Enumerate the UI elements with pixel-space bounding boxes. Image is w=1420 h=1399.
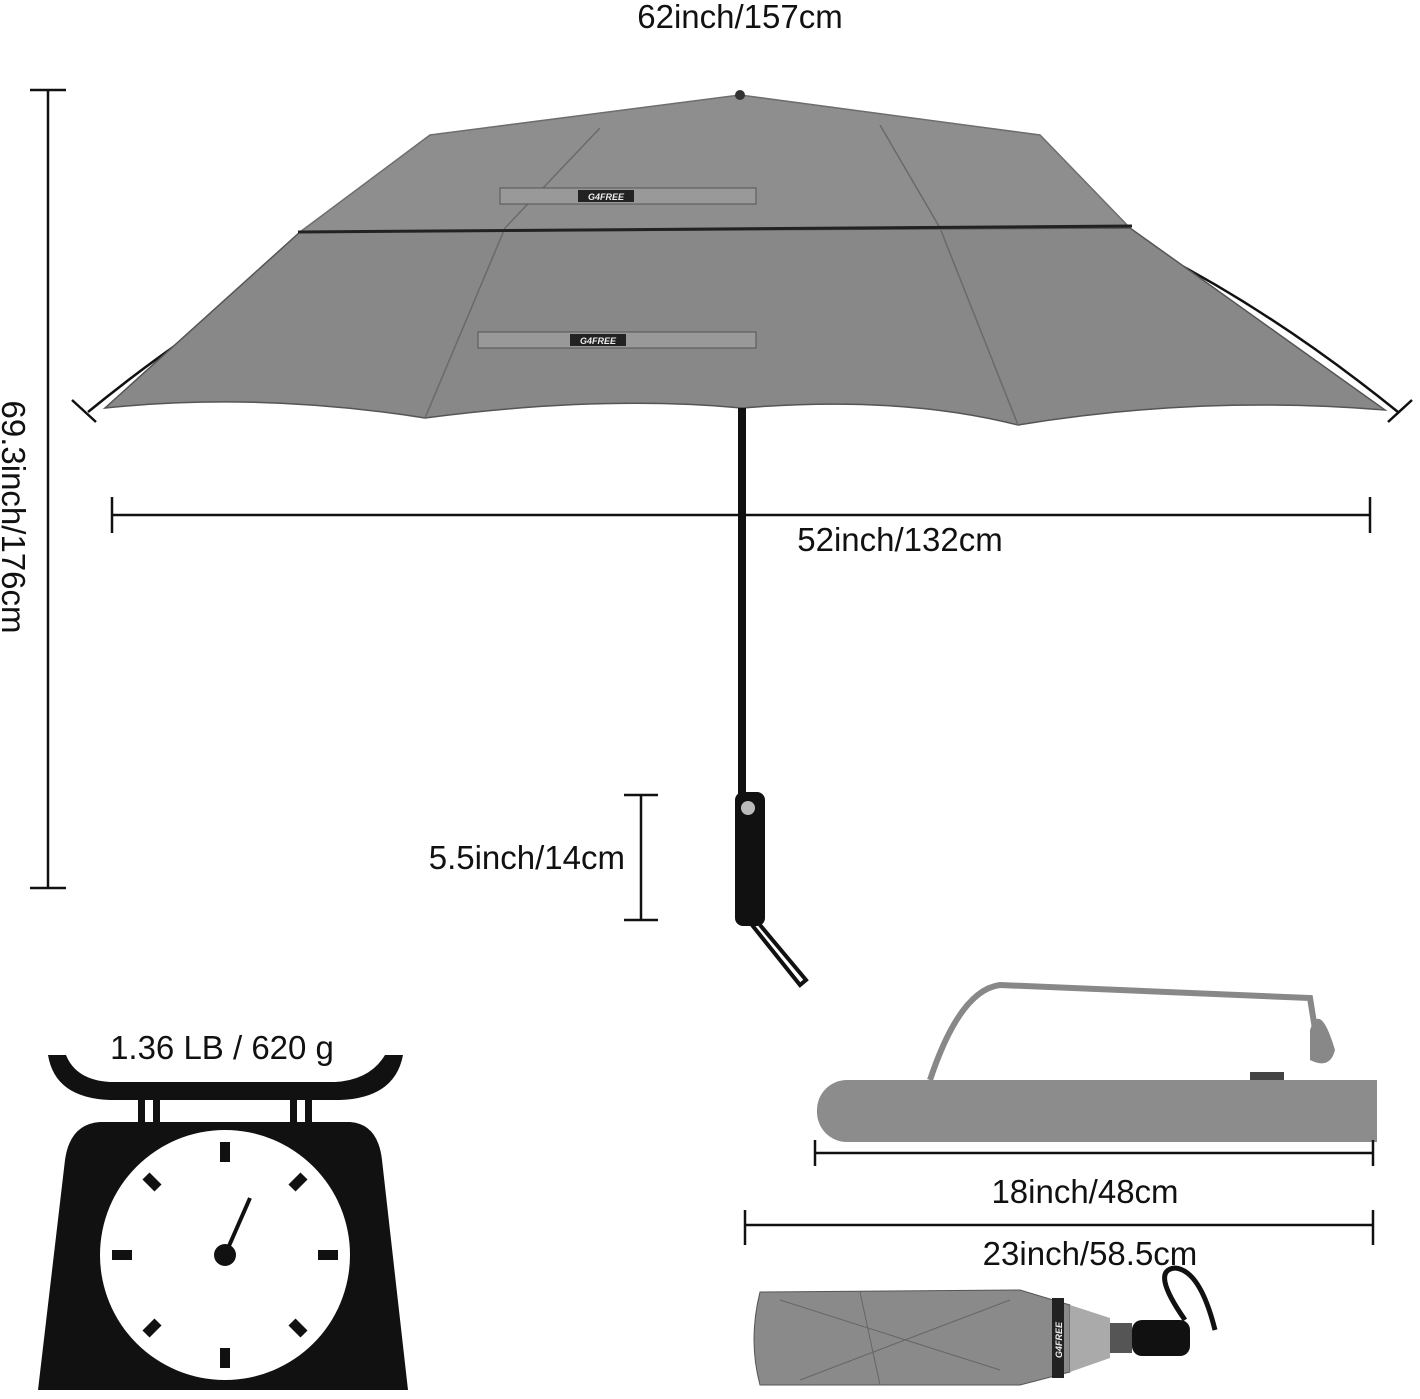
arc-length-label: 62inch/157cm: [637, 0, 842, 35]
case-strap: [927, 981, 1323, 1081]
arc-cap-left: [71, 399, 97, 423]
folded-umbrella: G4FREE: [753, 1265, 1218, 1386]
weight-scale-icon: 1.36 LB / 620 g: [38, 1029, 408, 1390]
arc-cap-right: [1387, 399, 1413, 423]
weight-label: 1.36 LB / 620 g: [110, 1029, 334, 1066]
case-dimension: 18inch/48cm: [813, 1140, 1375, 1210]
height-dimension: 69.3inch/176cm: [0, 88, 66, 890]
span-dimension: 52inch/132cm: [110, 497, 1372, 558]
folded-length-label: 23inch/58.5cm: [983, 1235, 1198, 1272]
umbrella-canopy: G4FREE G4FREE: [102, 90, 1388, 426]
case-length-label: 18inch/48cm: [991, 1173, 1178, 1210]
brand-logo: G4FREE: [588, 192, 625, 202]
brand-logo: G4FREE: [1054, 1321, 1064, 1358]
span-label: 52inch/132cm: [797, 521, 1002, 558]
umbrella-case: [817, 981, 1377, 1142]
umbrella-shaft-handle: [735, 408, 809, 988]
handle-length-label: 5.5inch/14cm: [429, 839, 625, 876]
wrist-strap: [750, 923, 809, 988]
folded-dimension: 23inch/58.5cm: [743, 1210, 1375, 1272]
brand-logo: G4FREE: [580, 336, 617, 346]
handle-dimension: 5.5inch/14cm: [429, 793, 658, 922]
height-label: 69.3inch/176cm: [0, 401, 32, 634]
handle: [735, 792, 765, 926]
case-body: [817, 1080, 1377, 1142]
